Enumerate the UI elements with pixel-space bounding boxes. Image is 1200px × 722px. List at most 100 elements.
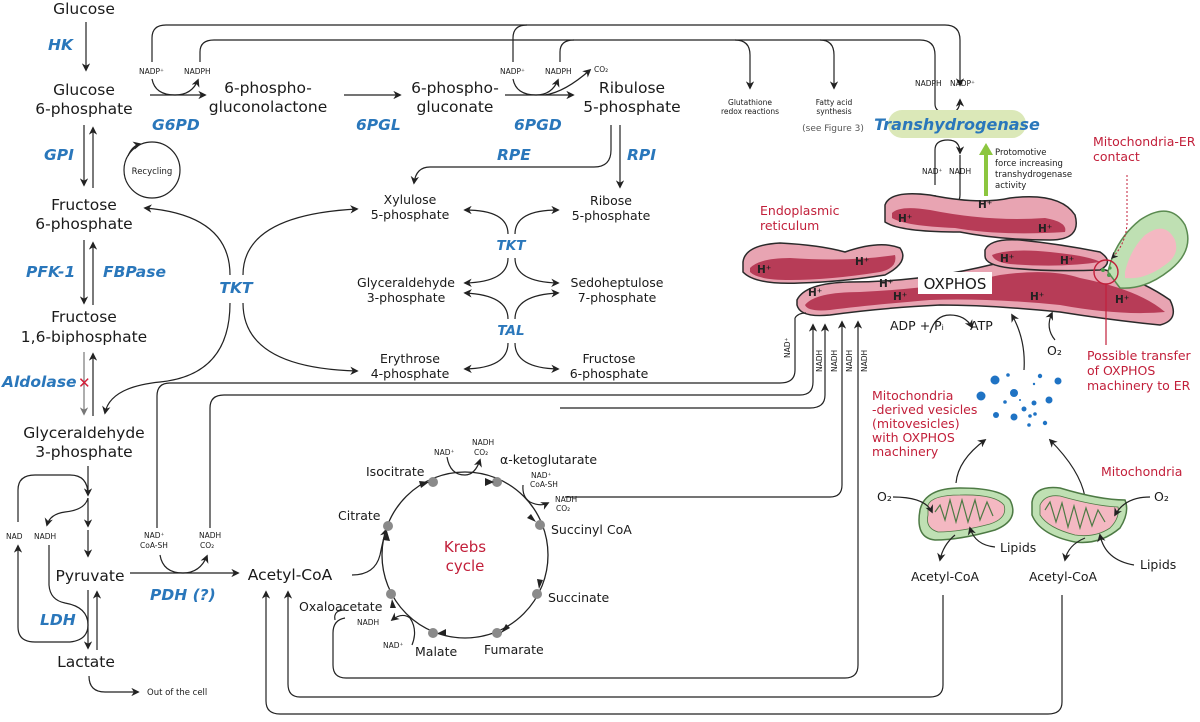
vesicle bbox=[1045, 396, 1053, 404]
enzyme-tkt-left: TKT bbox=[219, 279, 254, 297]
krebs-title-line2: cycle bbox=[446, 557, 485, 575]
arrow-mdh-cofactor bbox=[390, 612, 416, 646]
possible-transfer-line3: machinery to ER bbox=[1087, 378, 1191, 393]
nadh-line-from-akg bbox=[565, 320, 847, 498]
cofactor-6pgd-co2: CO₂ bbox=[594, 65, 608, 74]
arrow-pdh-cofactor bbox=[159, 554, 209, 574]
acetyl-coa-return-line-2 bbox=[261, 590, 1063, 715]
carrier-label-nadh: NADH bbox=[830, 350, 839, 372]
mito-er-contact-line1: Mitochondria-ER bbox=[1093, 134, 1196, 149]
ring-arrowhead bbox=[485, 478, 494, 486]
metabolite-s7p-line2: 7-phosphate bbox=[578, 290, 657, 305]
arrow-idh-cofactor bbox=[446, 456, 482, 476]
fatty-acid-line2: synthesis bbox=[816, 107, 851, 116]
proton-label: H⁺ bbox=[757, 264, 771, 276]
metabolite-ppp-f6p-line2: 6-phosphate bbox=[570, 366, 649, 381]
vesicle bbox=[1003, 400, 1007, 404]
proton-label: H⁺ bbox=[898, 213, 912, 225]
nadph-supply-line bbox=[199, 39, 936, 92]
out-of-cell-label: Out of the cell bbox=[147, 688, 207, 698]
enzyme-ldh: LDH bbox=[40, 611, 76, 629]
cofactor-akg-nad: NAD⁺ bbox=[531, 471, 552, 480]
metabolite-6pgl-line1: 6-phospho- bbox=[224, 79, 312, 97]
proton-label: H⁺ bbox=[978, 199, 992, 211]
enzyme-fbpase: FBPase bbox=[103, 263, 166, 281]
nadh-line-2-route bbox=[560, 382, 826, 409]
vesicle bbox=[1037, 373, 1043, 379]
er-o2-label: O₂ bbox=[1047, 343, 1062, 358]
transfer-particle bbox=[1107, 273, 1111, 277]
endoplasmic-reticulum: Endoplasmic reticulum H⁺ H⁺ H⁺ H⁺ H⁺ H⁺ … bbox=[742, 134, 1196, 393]
krebs-node-fumarate bbox=[492, 628, 502, 638]
arrow-mito1-acetyl-coa bbox=[937, 534, 956, 562]
arrow-tkt-xu5p bbox=[463, 205, 509, 235]
fatty-acid-line1: Fatty acid bbox=[816, 98, 853, 107]
metabolite-f16bp-line1: Fructose bbox=[51, 308, 117, 326]
mito1-acetyl-coa-label: Acetyl-CoA bbox=[911, 569, 980, 584]
transhydrogenase-module: NADPH NADP⁺ Transhydrogenase NAD⁺ NADH P… bbox=[874, 79, 1072, 206]
cofactor-pdh-nadh: NADH bbox=[199, 531, 221, 540]
mitochondria-label: Mitochondria bbox=[1101, 464, 1182, 479]
metabolite-acetyl-coa: Acetyl-CoA bbox=[248, 566, 333, 584]
proton-label: H⁺ bbox=[808, 287, 822, 299]
mitochondrion-2-cristae bbox=[1044, 500, 1106, 531]
arrow-o2-to-er bbox=[1045, 311, 1056, 341]
er-cisterna-mid-lumen bbox=[992, 250, 1100, 266]
carrier-label-nad: NAD⁺ bbox=[783, 337, 792, 358]
mitovesicles: Mitochondria -derived vesicles (mitovesi… bbox=[872, 313, 1086, 498]
mito1-o2-label: O₂ bbox=[877, 489, 892, 504]
metabolite-xu5p-line1: Xylulose bbox=[384, 192, 437, 207]
vesicle bbox=[1021, 406, 1027, 412]
arrow-6pgd-nadph bbox=[512, 78, 560, 96]
krebs-fumarate: Fumarate bbox=[484, 642, 544, 657]
enzyme-g6pd: G6PD bbox=[152, 116, 200, 134]
enzyme-tkt-upper: TKT bbox=[497, 238, 528, 254]
vesicle bbox=[1033, 412, 1037, 416]
ring-arrowhead bbox=[419, 481, 429, 488]
carrier-label-nadh: NADH bbox=[845, 350, 854, 372]
metabolite-ppp-g3p-line1: Glyceraldehyde bbox=[357, 275, 455, 290]
atp-label: ATP bbox=[970, 318, 993, 333]
cofactor-th-nadp: NADP⁺ bbox=[950, 79, 975, 88]
arrow-tkt-g3p bbox=[463, 257, 509, 288]
metabolite-r5p-line1: Ribose bbox=[590, 193, 632, 208]
enzyme-pdh: PDH (?) bbox=[150, 586, 216, 604]
metabolite-e4p-line1: Erythrose bbox=[380, 351, 440, 366]
vesicle bbox=[1031, 400, 1037, 406]
see-figure-note: (see Figure 3) bbox=[802, 124, 864, 134]
vesicle bbox=[1019, 399, 1021, 401]
arrow-mito1-to-vesicles bbox=[955, 438, 987, 484]
mitovesicles-label-line4: with OXPHOS bbox=[872, 430, 955, 445]
enzyme-gpi: GPI bbox=[44, 146, 74, 164]
mito2-acetyl-coa-label: Acetyl-CoA bbox=[1029, 569, 1098, 584]
metabolite-6pg-line2: gluconate bbox=[417, 98, 494, 116]
cofactor-nadh-ldh: NADH bbox=[34, 532, 56, 541]
arrow-to-glutathione bbox=[734, 39, 755, 90]
cofactor-akg-co2: CO₂ bbox=[556, 504, 570, 513]
nad-line-cap bbox=[794, 312, 807, 319]
krebs-isocitrate: Isocitrate bbox=[366, 464, 425, 479]
arrow-acetyl-coa-to-citrate bbox=[351, 528, 389, 576]
mitovesicles-label-line2: -derived vesicles bbox=[872, 402, 977, 417]
arrow-mito2-o2 bbox=[1114, 496, 1151, 517]
proton-label: H⁺ bbox=[893, 291, 907, 303]
cofactor-mdh-nadh: NADH bbox=[357, 618, 379, 627]
mito2-o2-label: O₂ bbox=[1154, 489, 1169, 504]
arrow-rpe bbox=[410, 125, 612, 185]
enzyme-rpe: RPE bbox=[497, 146, 531, 164]
pmf-arrow-icon bbox=[979, 143, 993, 155]
ring-arrowhead bbox=[501, 624, 510, 633]
pmf-note-line1: Protomotive bbox=[995, 148, 1046, 158]
krebs-akg: α-ketoglutarate bbox=[500, 452, 597, 467]
metabolite-g3p-line2: 3-phosphate bbox=[35, 443, 132, 461]
mitovesicles-label-line1: Mitochondria bbox=[872, 388, 953, 403]
arrow-atp-synthesis bbox=[929, 314, 973, 334]
mito1-lipids-label: Lipids bbox=[1000, 540, 1036, 555]
krebs-node-succinate bbox=[532, 589, 542, 599]
glutathione-line1: Glutathione bbox=[728, 98, 772, 107]
nad-loop-top bbox=[17, 474, 89, 522]
proton-label: H⁺ bbox=[1000, 253, 1014, 265]
electron-carrier-lines: NAD⁺ NADH NADH NADH NADH bbox=[156, 312, 1063, 715]
pentose-phosphate-pathway: NADP⁺ NADPH G6PD 6-phospho- gluconolacto… bbox=[102, 24, 965, 415]
th-top-loop bbox=[934, 92, 965, 114]
